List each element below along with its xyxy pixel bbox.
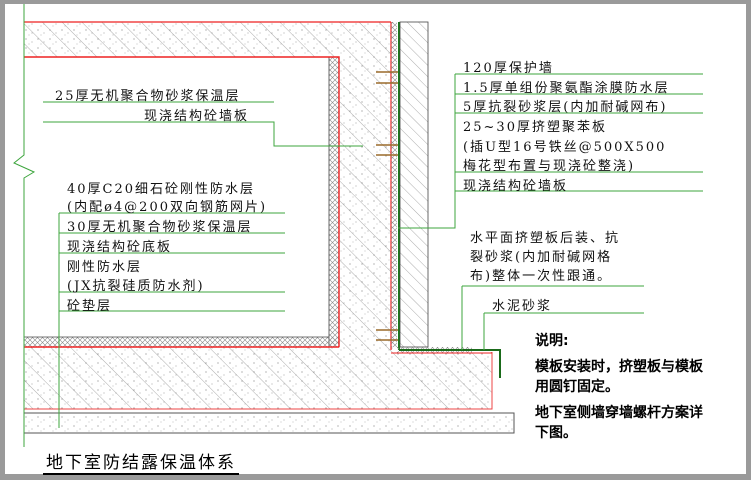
protection-wall <box>399 21 429 348</box>
label-jx-agent: (JX抗裂硅质防水剂) <box>67 279 205 294</box>
label-insulation-30: 30厚无机聚合物砂浆保温层 <box>67 220 253 235</box>
notes-line-4: 下图。 <box>535 425 577 441</box>
label-pu-coating: 1.5厚单组份聚氨酯涂膜防水层 <box>463 81 670 96</box>
notes-heading: 说明: <box>535 333 569 349</box>
label-wall-slab-right: 现浇结构砼墙板 <box>463 179 569 194</box>
label-base-slab: 现浇结构砼底板 <box>67 240 173 255</box>
label-xps: 25~30厚挤塑聚苯板 <box>463 120 607 135</box>
label-rebar-mesh: (内配ø4@200双向钢筋网片) <box>67 200 268 215</box>
section-drawing <box>13 4 703 447</box>
notes-line-1: 模板安装时，挤塑板与模板 <box>535 359 703 375</box>
leader-lines <box>43 73 703 428</box>
drawing-sheet: 25厚无机聚合物砂浆保温层 现浇结构砼墙板 40厚C20细石砼刚性防水层 (内配… <box>5 4 746 475</box>
label-crack-mortar: 5厚抗裂砂浆层(内加耐碱网布) <box>463 100 668 115</box>
label-plum-layout: 梅花型布置与现浇砼整浇) <box>463 159 636 174</box>
label-wall-slab: 现浇结构砼墙板 <box>144 109 250 124</box>
rebar-ties <box>376 71 398 341</box>
xps-board <box>391 22 397 347</box>
notes-line-2: 用圆钉固定。 <box>535 379 619 395</box>
label-cushion: 砼垫层 <box>67 299 113 314</box>
label-protection-wall: 120厚保护墙 <box>463 61 554 76</box>
drawing-title: 地下室防结露保温体系 <box>43 453 239 475</box>
label-rigid-waterproof: 刚性防水层 <box>67 260 143 275</box>
break-line <box>13 4 36 447</box>
label-cement-mortar: 水泥砂浆 <box>492 299 553 314</box>
inner-insulation <box>328 56 340 348</box>
cushion-layer <box>23 412 515 434</box>
label-horizontal-2: 裂砂浆(内加耐碱网格 <box>470 250 613 265</box>
label-horizontal-1: 水平面挤塑板后装、抗 <box>470 231 621 246</box>
notes-line-3: 地下室侧墙穿墙螺杆方案详 <box>535 405 703 421</box>
label-horizontal-3: 布)整体一次性跟通。 <box>470 269 613 284</box>
label-c20-layer: 40厚C20细石砼刚性防水层 <box>67 182 256 197</box>
label-insulation-25: 25厚无机聚合物砂浆保温层 <box>55 89 241 104</box>
label-u-wire: (插U型16号铁丝@500X500 <box>463 140 667 155</box>
